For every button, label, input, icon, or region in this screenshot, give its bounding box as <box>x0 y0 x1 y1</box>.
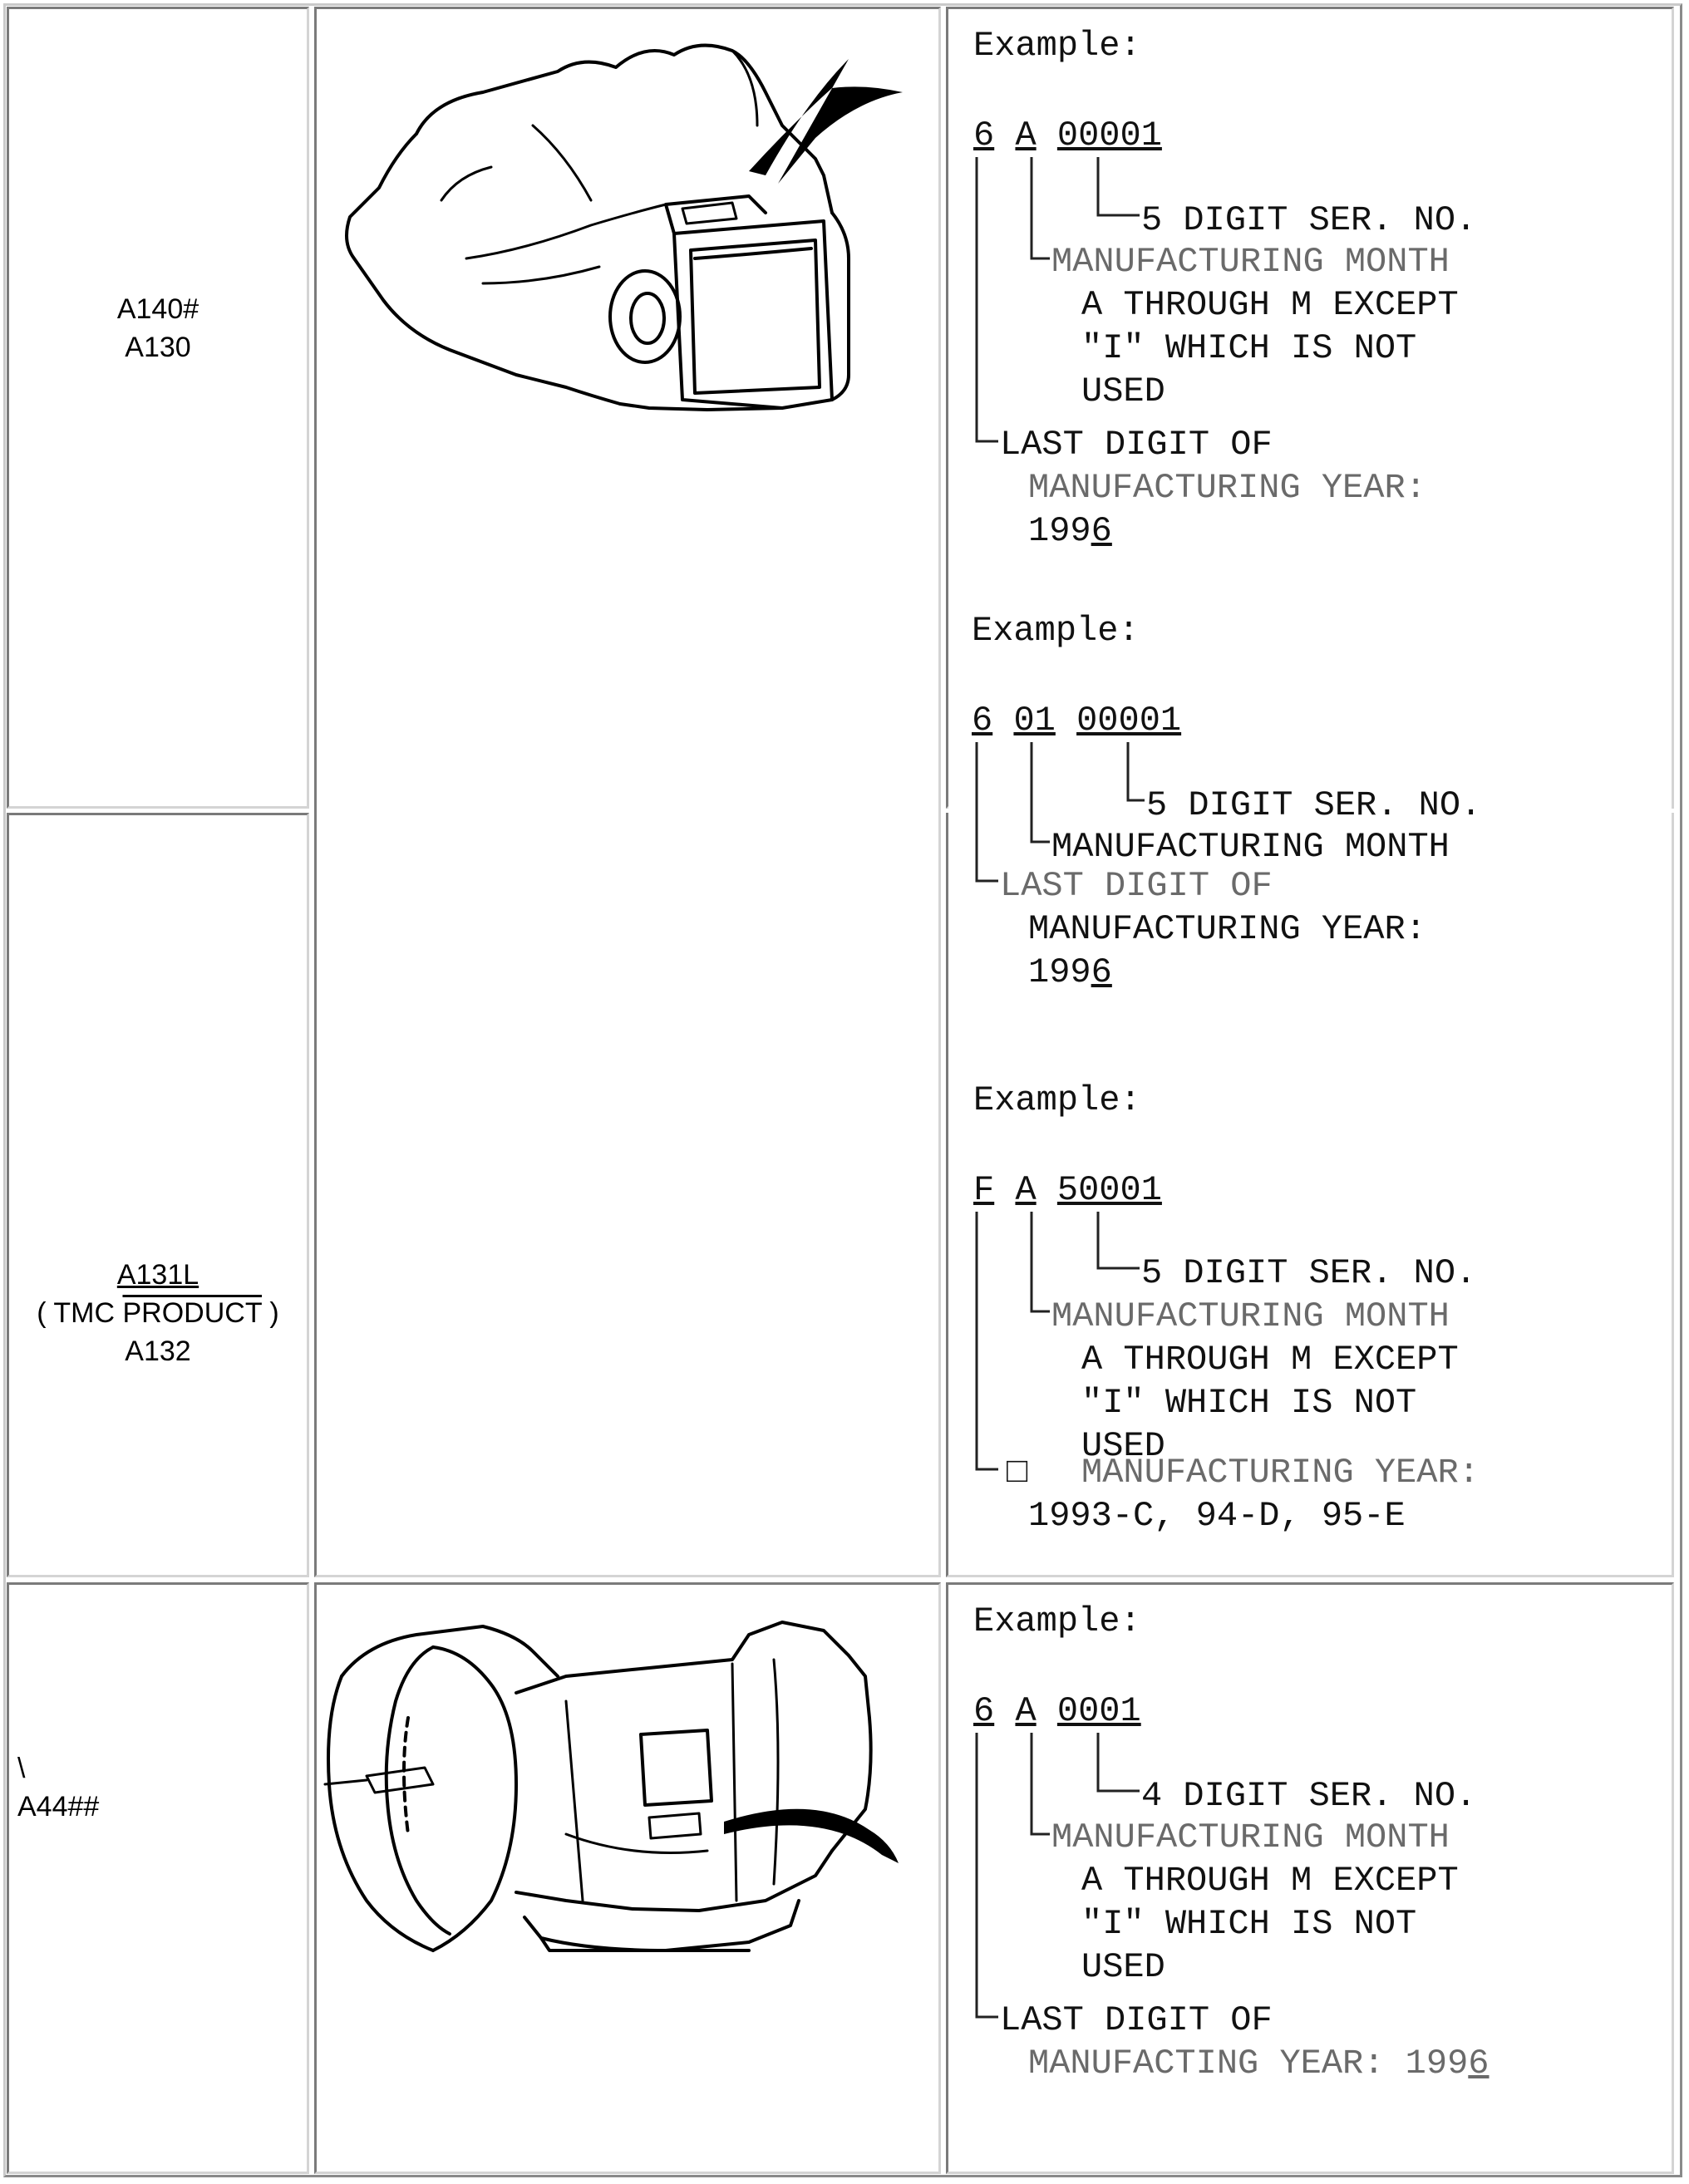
month-note: MANUFACTURING MONTH <box>1051 1818 1450 1857</box>
image-cell-a44 <box>314 1582 941 2174</box>
example-code: 6 A 00001 <box>973 116 1162 155</box>
example-heading: Example: <box>973 1080 1141 1120</box>
model-label: A131L <box>116 1259 199 1291</box>
pointer-arrow-icon <box>724 1808 899 1863</box>
example-heading: Example: <box>972 611 1140 651</box>
month-used: USED <box>1081 371 1165 411</box>
example-code: 6 A 0001 <box>973 1691 1141 1731</box>
pointer-arrow-icon <box>749 59 903 184</box>
year-example: 1996 <box>1028 952 1112 992</box>
year-label: MANUFACTURING YEAR: <box>1028 909 1426 949</box>
month-used: USED <box>1081 1947 1165 1987</box>
model-label: A44## <box>17 1791 100 1822</box>
image-cell-a140-a132 <box>314 7 941 1577</box>
model-label-group: A140# A130 <box>9 290 307 366</box>
code-leader-lines <box>975 742 1145 883</box>
month-note: MANUFACTURING MONTH <box>1051 1296 1450 1336</box>
model-label-group: \ A44## <box>17 1749 307 1826</box>
serial-note: 5 DIGIT SER. NO. <box>1141 1253 1477 1293</box>
serial-note: 5 DIGIT SER. NO. <box>1141 200 1477 240</box>
year-code-box: □ <box>1007 1453 1028 1493</box>
month-exception: "I" WHICH IS NOT <box>1081 1383 1417 1423</box>
code-leader-lines <box>975 157 1140 443</box>
serial-note: 4 DIGIT SER. NO. <box>1141 1776 1477 1816</box>
model-cell-a44: \ A44## <box>7 1582 309 2174</box>
month-used: USED <box>1081 1426 1165 1466</box>
page-frame <box>3 3 1682 2177</box>
model-label: A132 <box>125 1335 191 1367</box>
year-label: MANUFACTURING YEAR: <box>1081 1453 1480 1493</box>
year-note: LAST DIGIT OF <box>1000 2000 1273 2040</box>
model-label-note: ( TMC PRODUCT ) <box>37 1297 279 1329</box>
year-note: LAST DIGIT OF <box>1000 866 1273 906</box>
month-note: MANUFACTURING MONTH <box>1051 827 1450 867</box>
model-cell-a140: A140# A130 <box>7 7 309 809</box>
month-exception: "I" WHICH IS NOT <box>1081 1904 1417 1944</box>
month-note: MANUFACTURING MONTH <box>1051 242 1450 282</box>
example-code: 6 01 00001 <box>972 701 1182 740</box>
year-label: MANUFACTURING YEAR: <box>1028 468 1426 508</box>
year-note: LAST DIGIT OF <box>1000 425 1273 465</box>
serial-note: 5 DIGIT SER. NO. <box>1146 785 1482 825</box>
month-exception: "I" WHICH IS NOT <box>1081 328 1417 368</box>
example-cell-a44: Example: 6 A 0001 4 DIGIT SER. NO. MANUF… <box>946 1582 1674 2174</box>
example-heading: Example: <box>973 26 1141 66</box>
model-label: \ <box>17 1753 26 1784</box>
model-label-group: A131L ( TMC PRODUCT ) A132 <box>9 1256 307 1370</box>
month-range: A THROUGH M EXCEPT <box>1081 1861 1459 1901</box>
year-codes: 1993-C, 94-D, 95-E <box>1028 1496 1406 1536</box>
year-label: MANUFACTING YEAR: 1996 <box>1028 2044 1490 2083</box>
month-range: A THROUGH M EXCEPT <box>1081 1340 1459 1380</box>
model-label: A140# <box>116 293 199 325</box>
example-heading: Example: <box>973 1601 1141 1641</box>
code-leader-lines <box>975 1212 1140 1471</box>
code-leader-lines <box>975 1733 1140 2019</box>
transmission-front-illustration <box>345 43 903 411</box>
model-label: A130 <box>125 332 191 363</box>
transmission-side-illustration <box>323 1621 899 1952</box>
month-range: A THROUGH M EXCEPT <box>1081 285 1459 325</box>
year-example: 1996 <box>1028 511 1112 551</box>
example-code: F A 50001 <box>973 1170 1162 1210</box>
model-cell-a131l: A131L ( TMC PRODUCT ) A132 <box>7 813 309 1577</box>
example-b-block: Example: 6 01 00001 5 DIGIT SER. NO. MAN… <box>948 594 1672 1026</box>
